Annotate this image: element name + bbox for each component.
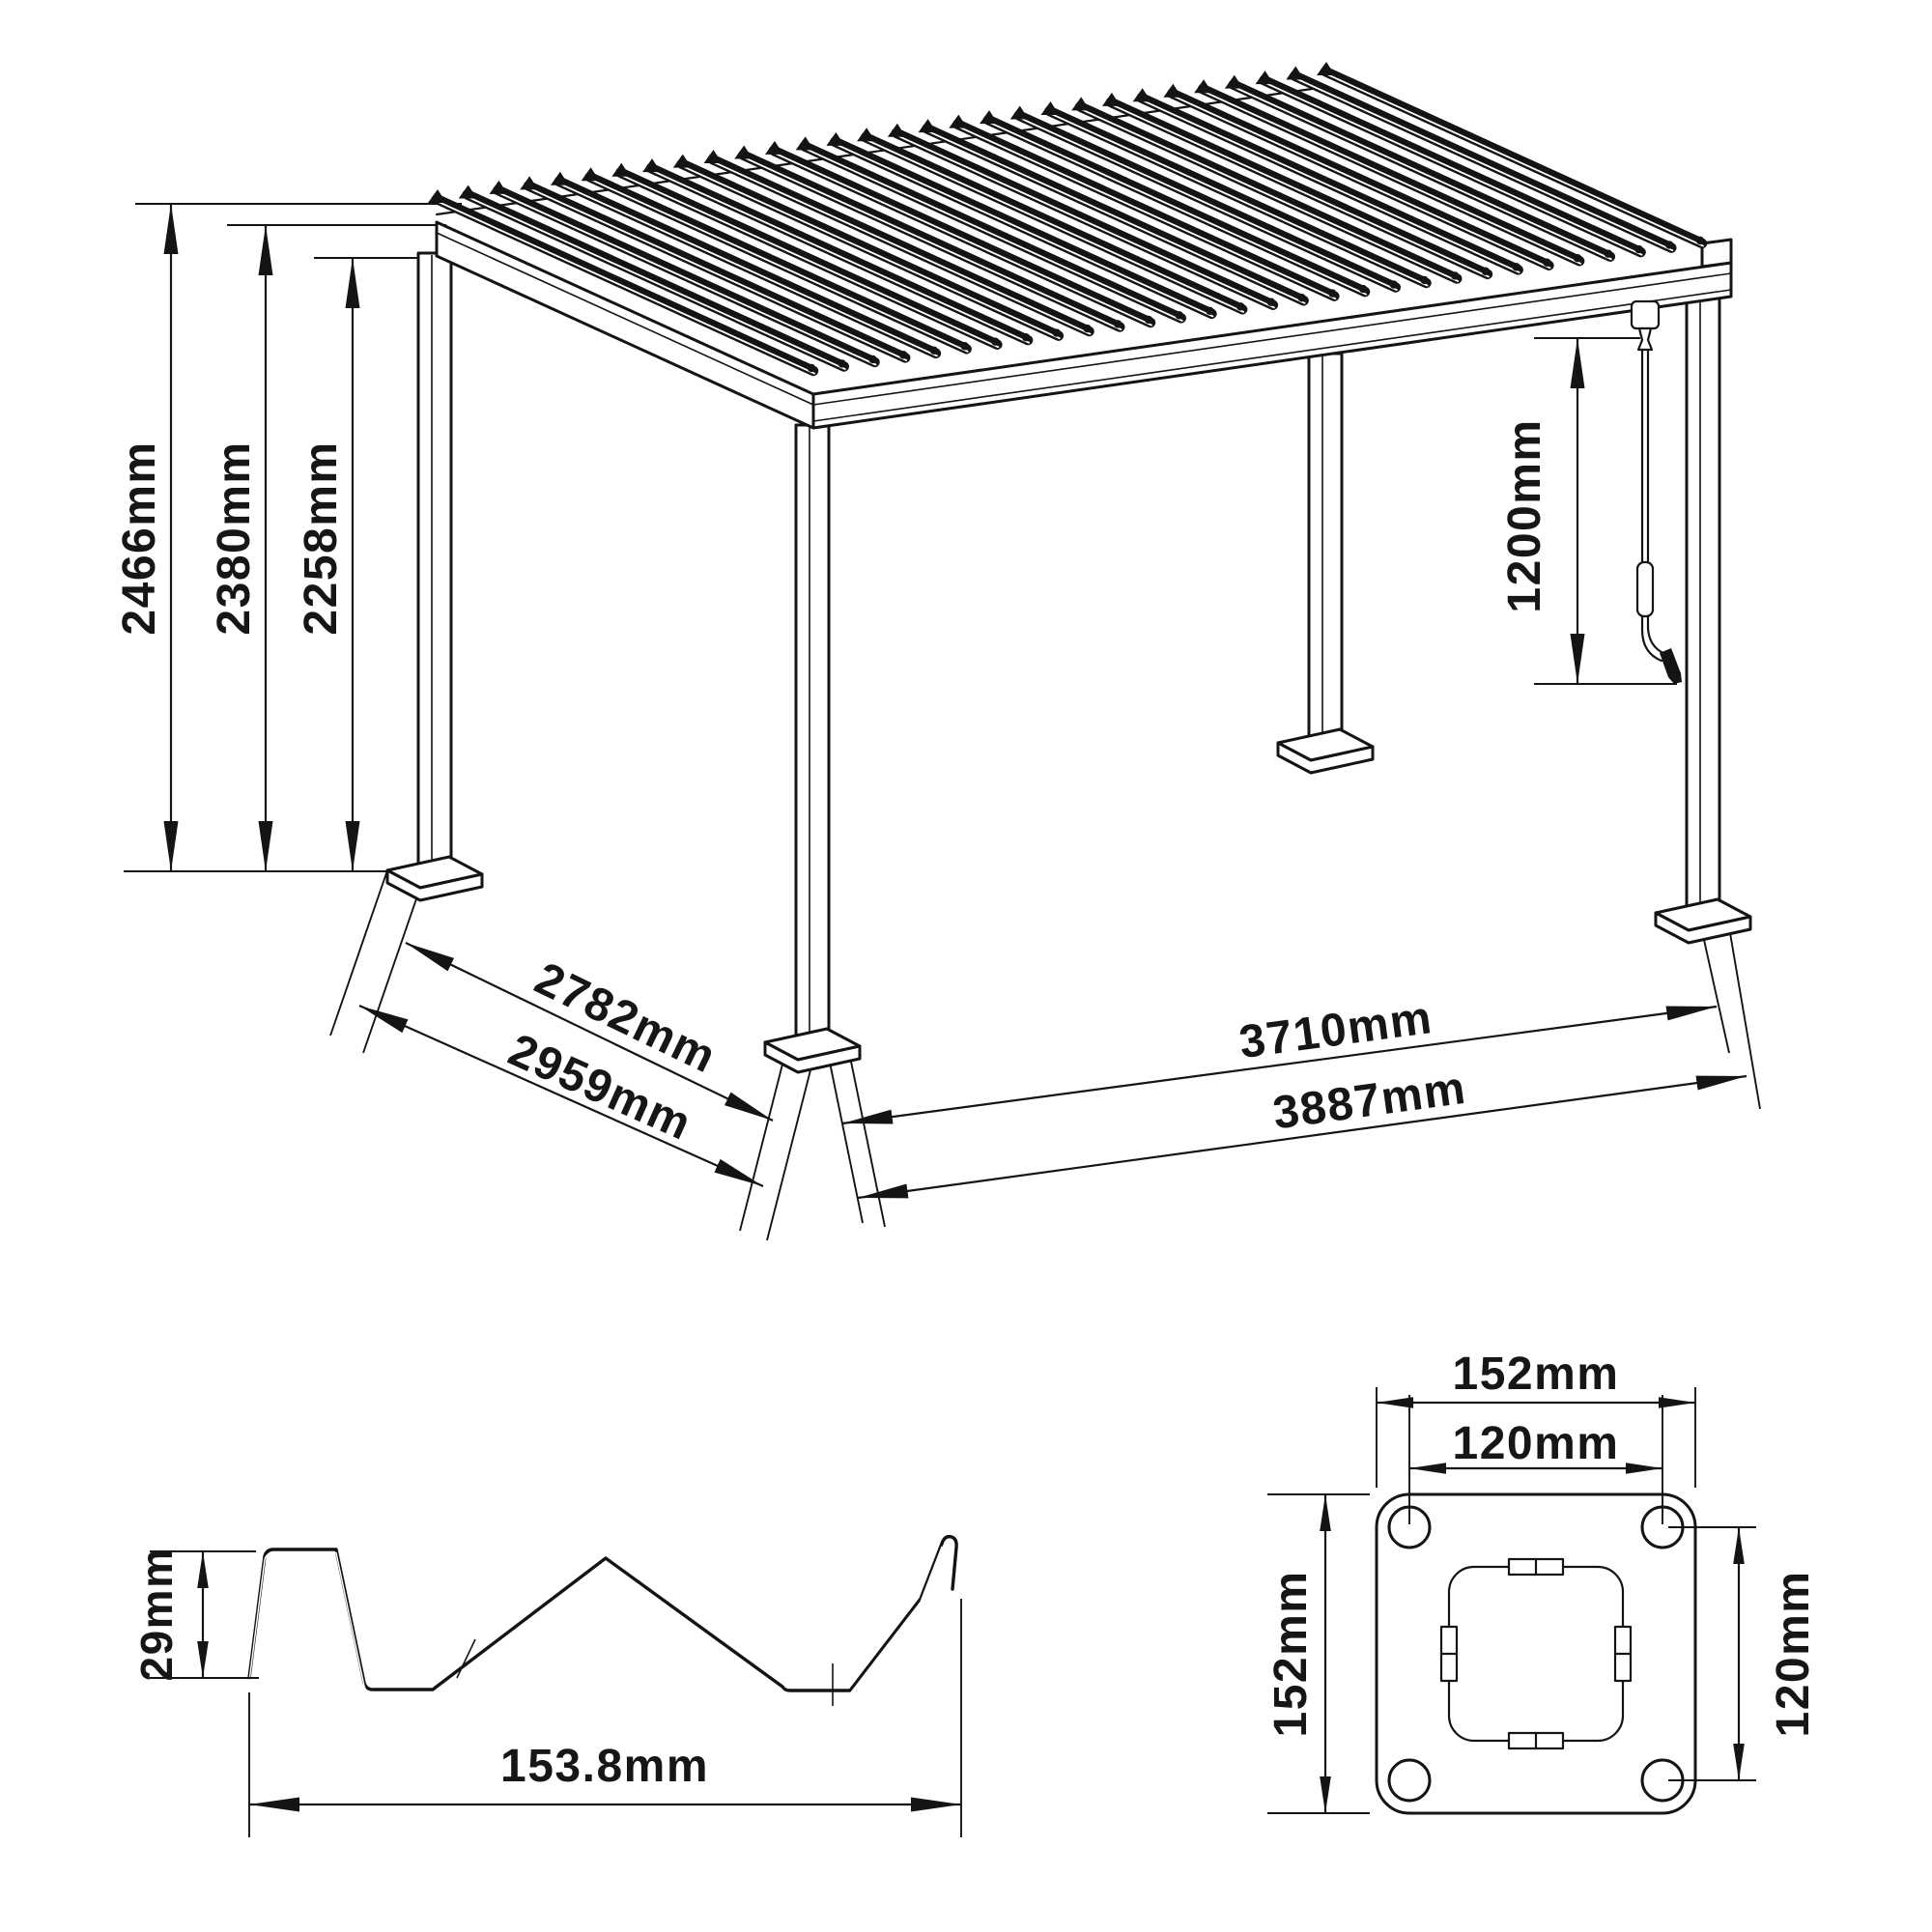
louver-profile-view: 29mm 153.8mm (131, 1534, 962, 1837)
crank-handle-end (1660, 648, 1682, 684)
dim-clearance-height: 2258mm (296, 440, 347, 635)
section-tick-left (456, 1638, 476, 1679)
plate-hole-spacing-top-dimension: 120mm (1408, 1395, 1663, 1524)
louver-blades (428, 62, 1708, 377)
height-dimensions: 2466mm 2380mm 2258mm (114, 203, 480, 872)
base-plate-front-left (763, 1027, 862, 1074)
dim-total-height: 2466mm (114, 440, 165, 635)
crank-grip (1635, 560, 1655, 618)
dim-crank-drop: 1200mm (1499, 418, 1550, 612)
pergola-posts (385, 251, 1752, 1074)
plate-height-dimension: 152mm (1265, 1493, 1370, 1814)
post-front-left (794, 423, 831, 1045)
crank-drop-dimension: 1200mm (1499, 337, 1677, 685)
bolt-hole-bottom-left (1387, 1758, 1432, 1803)
dim-profile-height: 29mm (131, 1548, 182, 1682)
base-plate-front-right (1654, 897, 1752, 945)
dim-plate-width: 152mm (1453, 1349, 1620, 1400)
dim-hole-spacing-top: 120mm (1453, 1418, 1620, 1469)
base-plate-back-right (1276, 727, 1375, 775)
width-dimensions: 3710mm 3887mm (827, 922, 1761, 1228)
crank-swivel (1636, 327, 1654, 352)
plate-hole-spacing-side-dimension: 120mm (1668, 1526, 1819, 1781)
dim-hole-spacing-side: 120mm (1768, 1571, 1819, 1738)
base-plate-back-left (385, 855, 484, 902)
louver-profile-outline (247, 1534, 958, 1692)
dim-frame-height: 2380mm (209, 440, 260, 635)
crank-handle (1630, 299, 1682, 684)
plate-width-dimension: 152mm (1376, 1349, 1696, 1488)
socket-tabs (1439, 1557, 1633, 1750)
post-socket-outline (1447, 1565, 1625, 1743)
depth-dimensions: 2782mm 2959mm (329, 869, 814, 1241)
profile-height-dimension: 29mm (131, 1548, 259, 1682)
crank-gearbox (1630, 299, 1661, 330)
pergola-roof (428, 62, 1733, 430)
roof-front-fascia (811, 261, 1733, 430)
dim-profile-width: 153.8mm (500, 1741, 709, 1792)
post-front-right (1685, 296, 1721, 914)
dim-plate-height: 152mm (1265, 1571, 1317, 1738)
base-plate-view: 152mm 120mm 152mm 120mm (1265, 1349, 1819, 1815)
post-back-right (1307, 352, 1344, 744)
post-back-left (416, 251, 453, 873)
main-isometric-view: 2466mm 2380mm 2258mm 2782mm 2959mm 3710m… (114, 62, 1761, 1241)
roof-corner-top-face (1700, 238, 1733, 269)
profile-width-dimension: 153.8mm (248, 1599, 962, 1837)
